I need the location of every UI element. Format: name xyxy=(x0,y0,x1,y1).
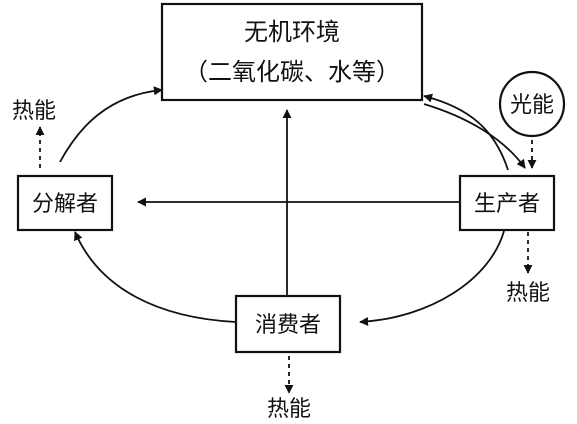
producer-label: 生产者 xyxy=(474,192,540,217)
environment-label: 无机环境 xyxy=(244,18,340,46)
light-node: 光能 xyxy=(498,70,566,138)
heat-label-decomposer: 热能 xyxy=(12,99,56,124)
environment-node: 无机环境 （二氧化碳、水等） xyxy=(160,2,424,102)
arrow-producer-to-consumer xyxy=(359,230,505,327)
decomposer-node: 分解者 xyxy=(16,174,114,232)
arrow-decomposer-to-environment xyxy=(59,86,163,163)
heat-label-producer: 热能 xyxy=(506,281,550,306)
consumer-node: 消费者 xyxy=(234,294,342,354)
consumer-label: 消费者 xyxy=(255,313,321,338)
heat-label-consumer: 热能 xyxy=(267,397,311,422)
arrow-consumer-to-decomposer xyxy=(74,231,237,323)
arrow-producer-to-environment xyxy=(423,93,509,171)
environment-sublabel: （二氧化碳、水等） xyxy=(184,58,400,86)
light-label: 光能 xyxy=(510,93,554,118)
arrow-environment-to-producer xyxy=(423,103,526,169)
producer-node: 生产者 xyxy=(458,174,556,232)
decomposer-label: 分解者 xyxy=(32,192,98,217)
